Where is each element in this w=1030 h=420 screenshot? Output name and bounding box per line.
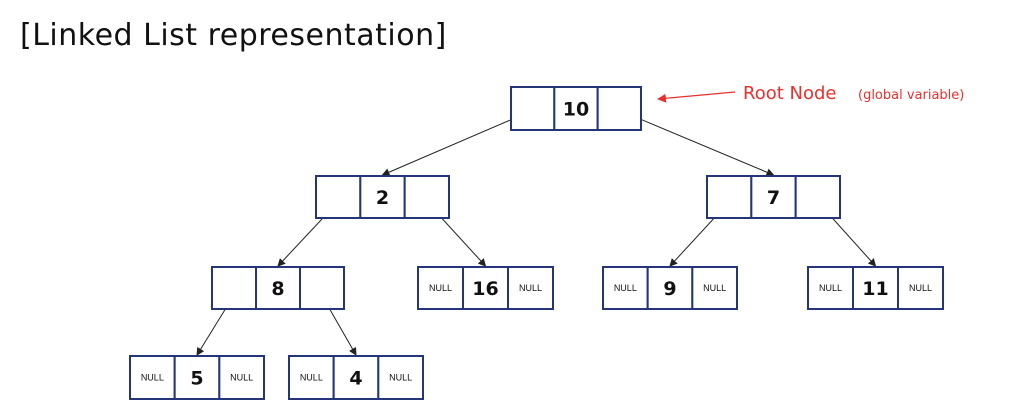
root-node-label: Root Node xyxy=(743,83,836,104)
root-annotation: Root Node (global variable) xyxy=(657,83,964,104)
tree-node-10: 10 xyxy=(510,86,643,131)
null-label: NULL xyxy=(141,373,164,383)
node-value: 9 xyxy=(663,278,676,300)
page-title: [Linked List representation] xyxy=(20,18,447,53)
right-pointer-cell xyxy=(377,355,425,400)
node-value: 4 xyxy=(349,368,362,390)
null-label: NULL xyxy=(819,283,842,293)
value-cell xyxy=(359,175,406,219)
left-pointer-cell xyxy=(510,86,556,131)
node-value: 2 xyxy=(376,187,389,209)
left-pointer-cell xyxy=(417,266,464,310)
right-pointer-cell xyxy=(299,266,345,310)
null-label: NULL xyxy=(389,373,412,383)
null-label: NULL xyxy=(909,283,932,293)
null-label: NULL xyxy=(703,283,726,293)
tree-node-11: NULL 11 NULL xyxy=(807,266,944,310)
left-pointer-cell xyxy=(288,355,335,400)
tree-node-4: NULL 4 NULL xyxy=(288,355,425,400)
global-variable-label: (global variable) xyxy=(858,88,964,103)
node-value: 10 xyxy=(563,99,589,121)
right-pointer-cell xyxy=(403,175,450,219)
node-value: 11 xyxy=(862,278,888,300)
right-pointer-cell xyxy=(596,86,643,131)
value-cell xyxy=(173,355,221,400)
right-pointer-cell xyxy=(794,175,842,219)
node-value: 8 xyxy=(271,278,284,300)
tree-node-5: NULL 5 NULL xyxy=(129,355,265,400)
edges-layer xyxy=(196,108,877,356)
left-pointer-cell xyxy=(706,175,753,219)
left-pointer-cell xyxy=(315,175,362,219)
null-label: NULL xyxy=(300,373,323,383)
value-cell xyxy=(462,266,509,310)
left-pointer-cell xyxy=(211,266,257,310)
node-value: 5 xyxy=(190,368,203,390)
root-pointer-arrow xyxy=(657,91,736,103)
tree-node-2: 2 xyxy=(315,175,450,219)
null-label: NULL xyxy=(519,283,542,293)
tree-node-8: 8 xyxy=(211,266,345,310)
right-pointer-cell xyxy=(691,266,738,310)
right-pointer-cell xyxy=(897,266,944,310)
value-cell xyxy=(646,266,694,310)
left-pointer-cell xyxy=(807,266,854,310)
right-pointer-cell xyxy=(218,355,265,400)
left-pointer-cell xyxy=(129,355,176,400)
null-label: NULL xyxy=(230,373,253,383)
value-cell xyxy=(553,86,599,131)
tree-node-9: NULL 9 NULL xyxy=(602,266,738,310)
value-cell xyxy=(852,266,899,310)
node-value: 7 xyxy=(767,187,780,209)
tree-node-16: NULL 16 NULL xyxy=(417,266,554,310)
value-cell xyxy=(255,266,301,310)
null-label: NULL xyxy=(614,283,637,293)
tree-node-7: 7 xyxy=(706,175,842,219)
null-label: NULL xyxy=(429,283,452,293)
right-pointer-cell xyxy=(507,266,554,310)
node-value: 16 xyxy=(472,278,498,300)
